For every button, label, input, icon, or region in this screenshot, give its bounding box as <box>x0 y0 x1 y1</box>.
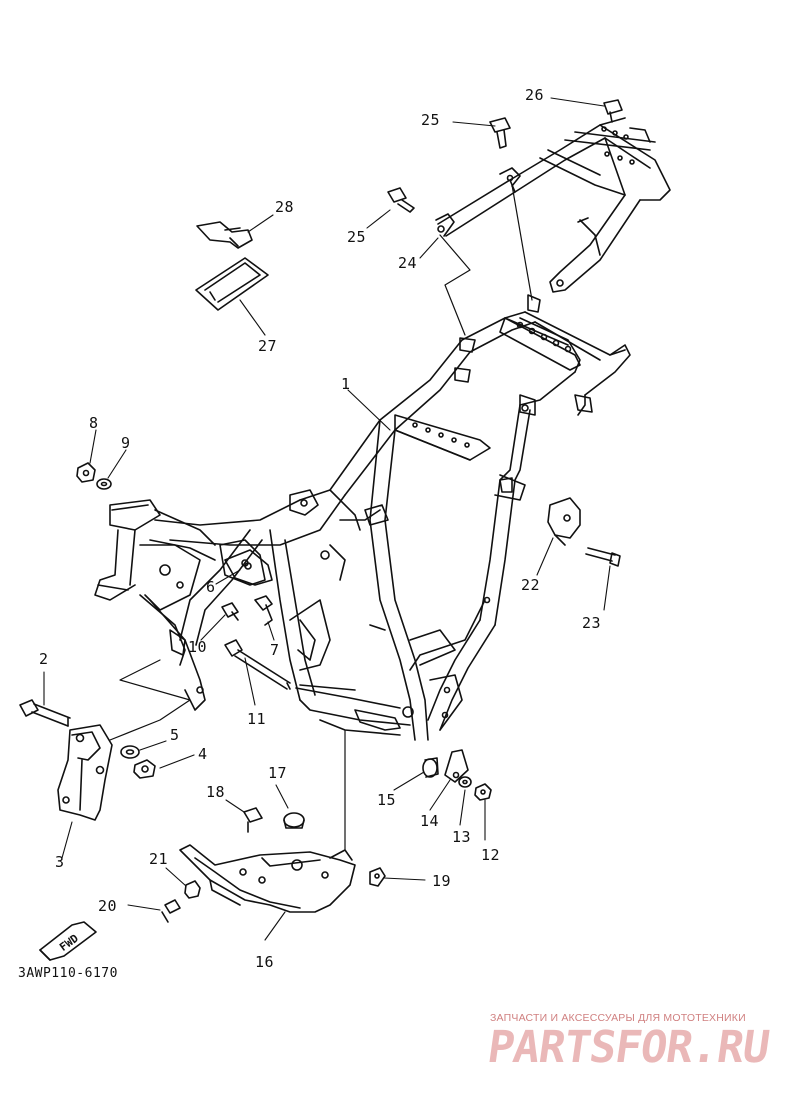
callout-28: 28 <box>275 198 295 216</box>
fwd-arrow-icon <box>39 921 97 961</box>
part-28-clip <box>196 221 253 249</box>
callout-1: 1 <box>341 375 351 393</box>
part-10-bolt <box>221 602 239 621</box>
part-22-bracket <box>547 497 581 546</box>
rear-subframe <box>435 117 671 293</box>
callout-7: 7 <box>270 641 280 659</box>
part-20-bolt <box>161 899 181 923</box>
watermark-tagline: ЗАПЧАСТИ И АКСЕССУАРЫ ДЛЯ МОТОТЕХНИКИ <box>490 1012 746 1024</box>
part-6-bracket <box>224 549 273 586</box>
callout-13: 13 <box>452 828 472 846</box>
callout-27: 27 <box>258 337 278 355</box>
watermark-logo: PARTSFOR.RU <box>484 1022 772 1073</box>
part-19-bolt <box>369 867 386 887</box>
callout-10: 10 <box>188 638 208 656</box>
callout-4: 4 <box>198 745 208 763</box>
callout-21: 21 <box>149 850 169 868</box>
fwd-label: FWD <box>57 932 81 954</box>
callout-23: 23 <box>582 614 602 632</box>
callout-26: 26 <box>525 86 545 104</box>
part-4-nut <box>133 759 156 779</box>
callout-14: 14 <box>420 812 440 830</box>
callout-9: 9 <box>121 434 131 452</box>
callout-12: 12 <box>481 846 501 864</box>
part-9-washer <box>96 478 112 490</box>
callout-18: 18 <box>206 783 226 801</box>
part-8-nut <box>76 462 96 483</box>
part-5-washer <box>120 745 140 759</box>
callout-5: 5 <box>170 726 180 744</box>
part-15-collar <box>422 757 439 778</box>
diagram-code: 3AWP110-6170 <box>18 966 118 981</box>
callout-24: 24 <box>398 254 418 272</box>
leader-lines <box>43 97 611 941</box>
callout-15: 15 <box>377 791 397 809</box>
part-25-bolt-lower <box>387 187 415 213</box>
callout-6: 6 <box>206 578 216 596</box>
part-14-plate <box>444 749 469 783</box>
callout-8: 8 <box>89 414 99 432</box>
callout-25-lower: 25 <box>347 228 367 246</box>
part-11-long-bolt <box>224 639 291 690</box>
part-12-nut <box>474 783 492 801</box>
callout-16: 16 <box>255 953 275 971</box>
part-27-cover <box>195 257 269 311</box>
part-23-bolt <box>585 547 621 567</box>
callout-17: 17 <box>268 764 288 782</box>
callout-11: 11 <box>247 710 267 728</box>
callout-19: 19 <box>432 872 452 890</box>
main-frame <box>94 294 631 741</box>
part-16-skid-plate <box>179 844 356 913</box>
part-26-bolt <box>603 99 623 123</box>
part-3-bracket <box>57 724 113 821</box>
part-2-bolt <box>19 699 71 727</box>
part-17-plug <box>283 812 305 829</box>
part-7-bolt <box>254 595 273 626</box>
callout-25-upper: 25 <box>421 111 441 129</box>
callout-3: 3 <box>55 853 65 871</box>
part-18-bolt <box>243 807 263 833</box>
callout-20: 20 <box>98 897 118 915</box>
callout-22: 22 <box>521 576 541 594</box>
part-13-washer <box>458 776 472 788</box>
callout-2: 2 <box>39 650 49 668</box>
part-25-bolt-upper <box>489 117 511 149</box>
part-21-nut <box>184 880 201 899</box>
